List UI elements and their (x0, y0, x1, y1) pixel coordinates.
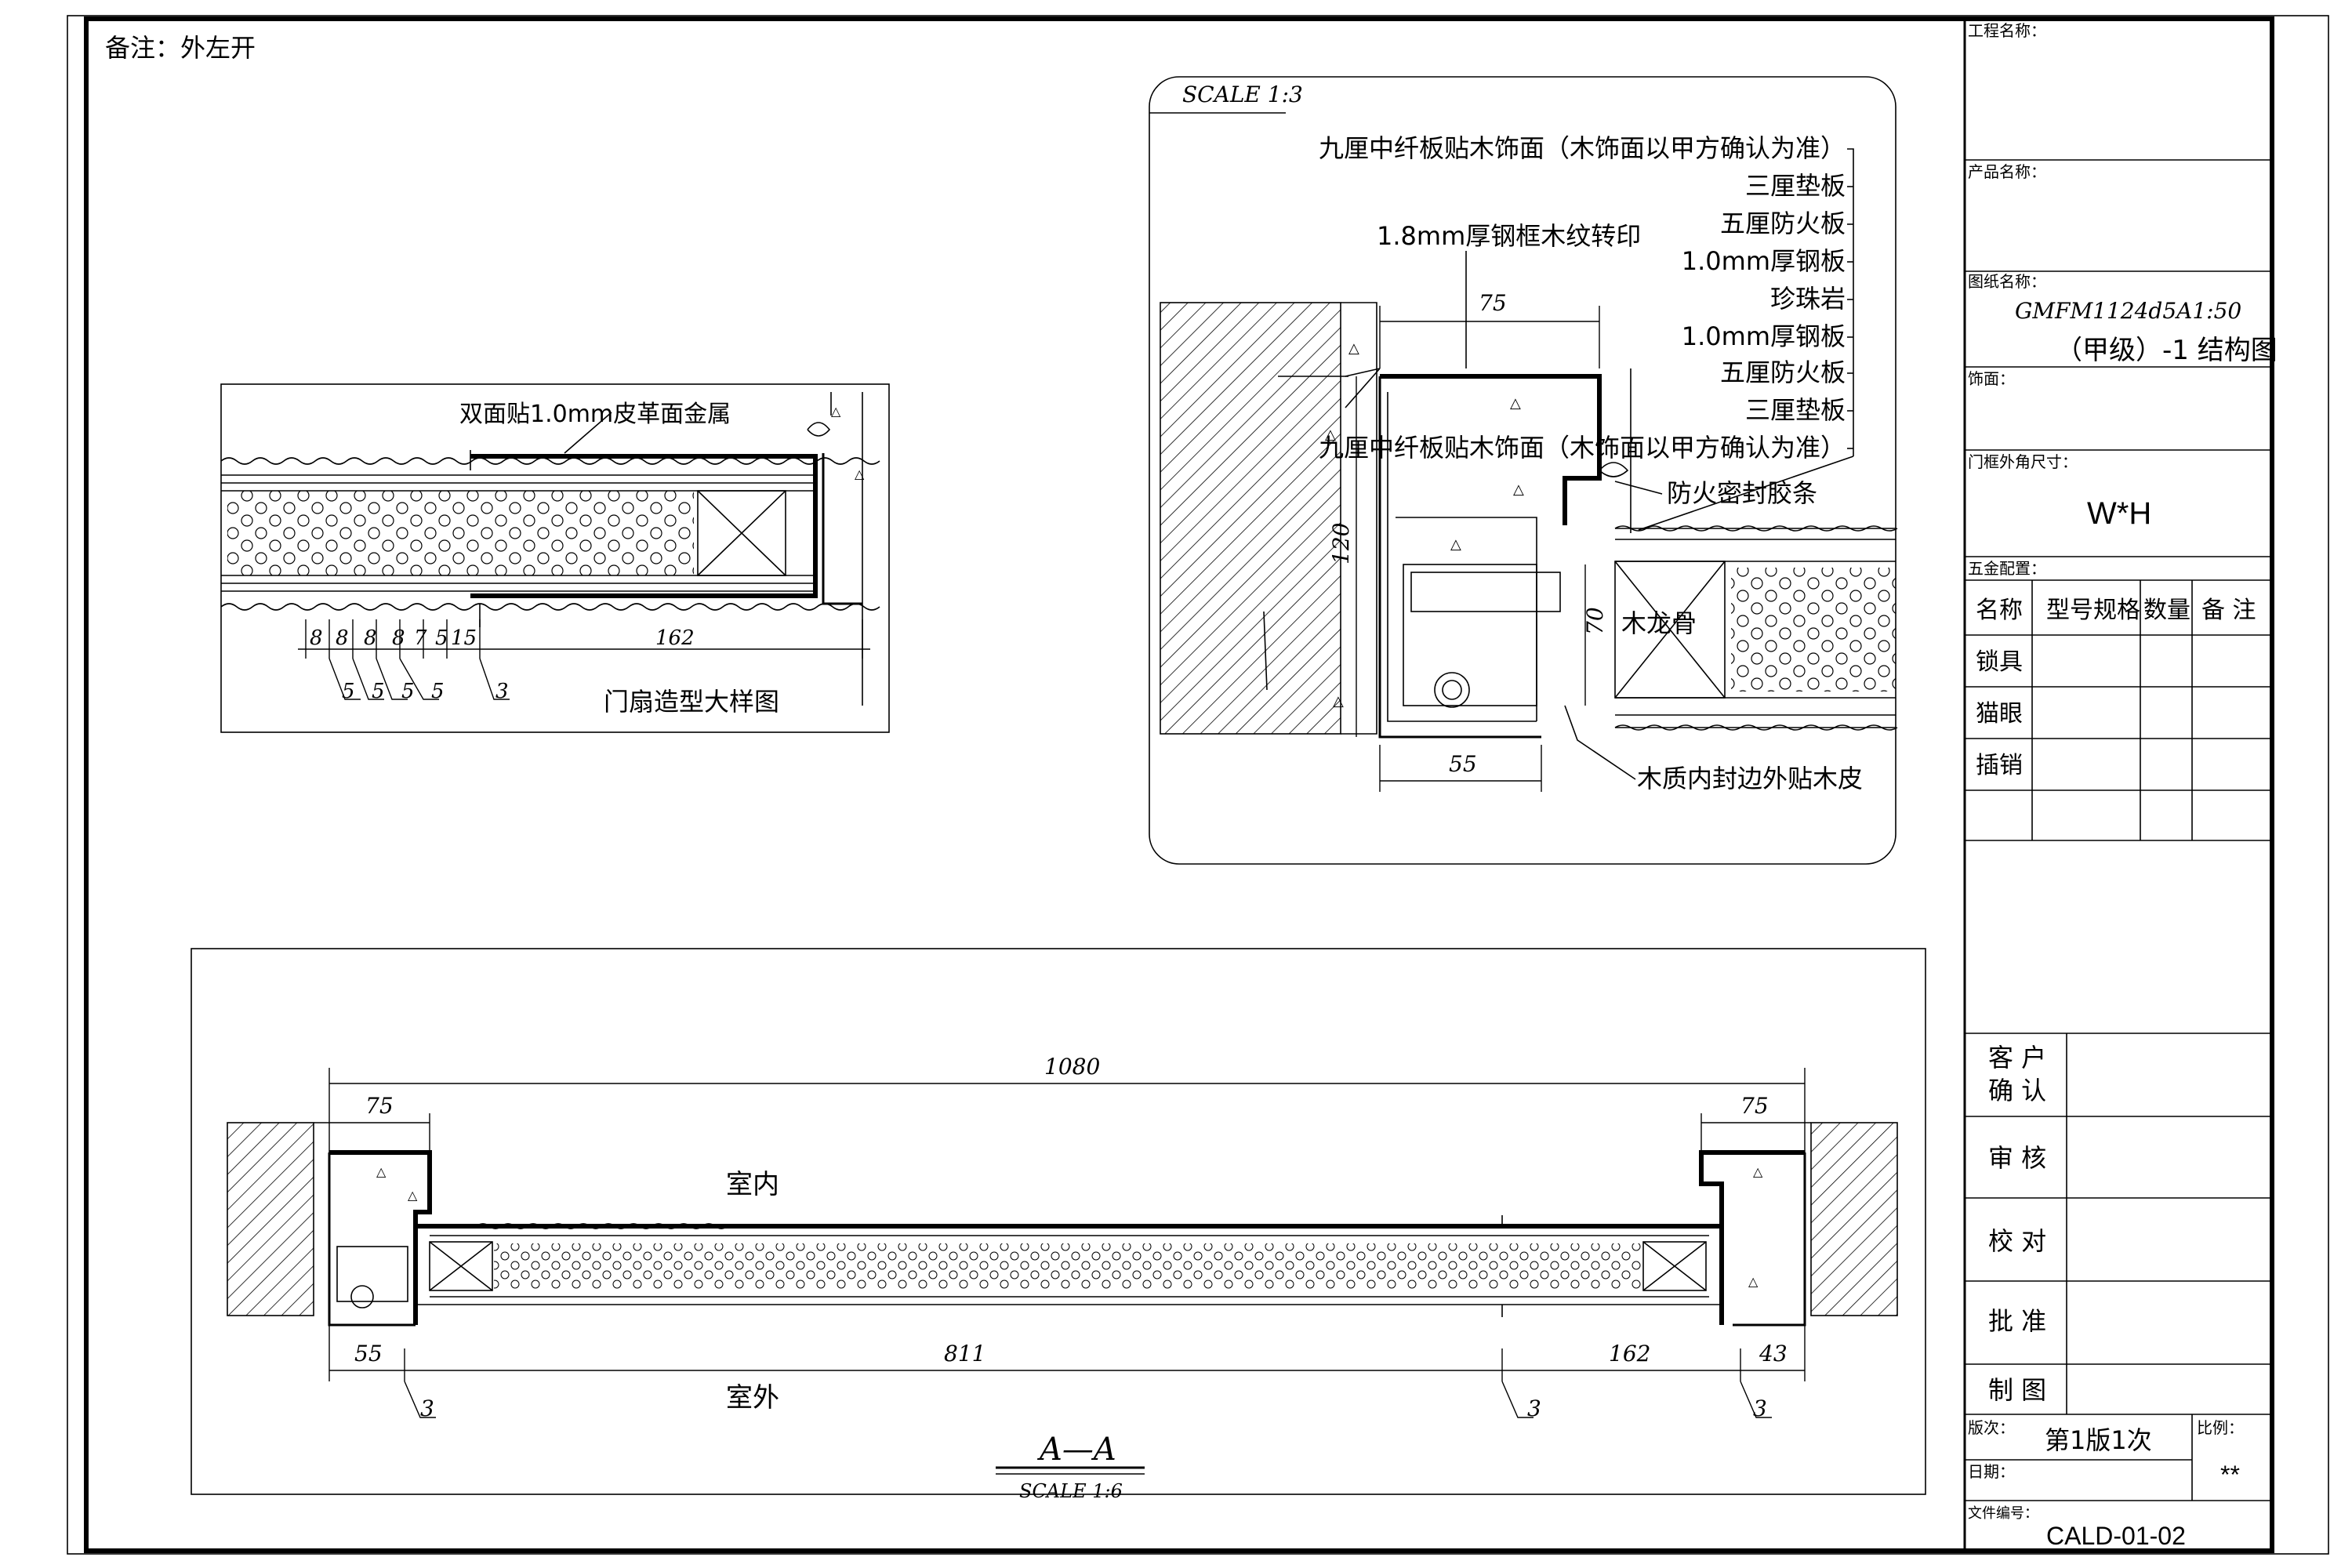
tb-hw-peephole: 猫眼 (1976, 700, 2023, 728)
label-wood-keel: 木龙骨 (1621, 608, 1697, 638)
tb-client: 客 户 (1988, 1043, 2046, 1073)
detail-dim-120: 120 (1328, 523, 1354, 564)
tb-project-label: 工程名称： (1968, 21, 2046, 40)
dim-811: 811 (944, 1341, 985, 1367)
svg-text:△: △ (408, 1188, 418, 1203)
dim-8c: 8 (364, 626, 377, 650)
tb-draw: 制 图 (1988, 1375, 2046, 1405)
svg-text:△: △ (376, 1164, 387, 1179)
detail-dim-70: 70 (1582, 607, 1608, 635)
section-scale: SCALE 1:6 (1019, 1480, 1123, 1502)
tb-version-value: 第1版1次 (2045, 1425, 2152, 1455)
svg-text:△: △ (1348, 340, 1359, 357)
dim-162-detail: 162 (655, 626, 695, 650)
note-text: 备注：外左开 (105, 33, 256, 63)
dim-8d: 8 (392, 626, 405, 650)
door-leaf-detail: △ △ 双面贴1.0mm皮革面金属 8 8 8 8 7 5 15 162 5 5… (220, 383, 890, 733)
label-layer-6: 1.0mm厚钢板 (1682, 321, 1846, 351)
outer-border (67, 15, 2329, 1555)
svg-text:△: △ (1510, 395, 1521, 412)
label-layer-1: 九厘中纤板贴木饰面（木饰面以甲方确认为准） (1319, 133, 1846, 163)
label-layer-3: 五厘防火板 (1720, 209, 1846, 238)
tb-drawing-code: GMFM1124d5A1:50 (2015, 298, 2241, 324)
dim-8b: 8 (336, 626, 349, 650)
tb-product-label: 产品名称： (1968, 162, 2046, 181)
label-leather-face: 双面贴1.0mm皮革面金属 (459, 401, 731, 428)
dim-3-left: 3 (420, 1396, 434, 1421)
tb-date-label: 日期： (1968, 1462, 2015, 1481)
dim-15: 15 (451, 626, 477, 650)
tb-approve: 批 准 (1988, 1306, 2046, 1336)
tb-hw-header-name: 名称 (1976, 597, 2023, 624)
dim-1080: 1080 (1044, 1054, 1100, 1080)
dim-8a: 8 (310, 626, 323, 650)
tb-file-label: 文件编号： (1968, 1505, 2038, 1522)
dim-7: 7 (414, 626, 427, 650)
tb-finish-label: 饰面： (1968, 369, 2015, 388)
dim-3-mid: 3 (1527, 1396, 1541, 1421)
label-wood-edge: 木质内封边外贴木皮 (1637, 764, 1863, 793)
door-leaf-detail-title: 门扇造型大样图 (604, 687, 779, 717)
dim-5b: 5 (372, 680, 385, 703)
tb-check: 校 对 (1988, 1226, 2046, 1256)
detail-dim-55: 55 (1449, 751, 1477, 777)
tb-ratio-label: 比例： (2197, 1418, 2244, 1437)
label-layer-7: 五厘防火板 (1720, 358, 1846, 387)
tb-hw-header-qty: 数量 (2143, 597, 2190, 624)
svg-text:△: △ (1748, 1274, 1759, 1289)
svg-text:△: △ (855, 466, 865, 481)
tb-file-value: CALD-01-02 (2046, 1522, 2186, 1550)
tb-hw-bolt: 插销 (1976, 752, 2023, 779)
tb-hardware-label: 五金配置： (1968, 559, 2046, 578)
dim-5a: 5 (342, 680, 355, 703)
dim-55: 55 (354, 1341, 383, 1367)
tb-review: 审 核 (1988, 1143, 2046, 1173)
label-layer-9: 九厘中纤板贴木饰面（木饰面以甲方确认为准） (1319, 433, 1846, 463)
label-steel-frame: 1.8mm厚钢框木纹转印 (1377, 221, 1641, 251)
title-block: 工程名称： 产品名称： 图纸名称： GMFM1124d5A1:50 （甲级）-1… (1963, 19, 2278, 1551)
section-title: A—A (1036, 1432, 1116, 1468)
label-layer-8: 三厘垫板 (1745, 395, 1846, 425)
svg-text:△: △ (831, 404, 841, 419)
dim-43: 43 (1759, 1341, 1788, 1367)
label-indoor: 室内 (726, 1169, 779, 1200)
detail-dim-75: 75 (1479, 290, 1507, 316)
dim-75-right: 75 (1740, 1093, 1769, 1119)
dim-5c: 5 (401, 680, 415, 703)
dim-162: 162 (1609, 1341, 1650, 1367)
dim-5: 5 (435, 626, 448, 650)
svg-text:△: △ (1513, 481, 1524, 498)
inner-border (84, 16, 2274, 1553)
frame-section-detail: SCALE 1:3 △ △ △ △ △ △ (1149, 76, 1898, 865)
tb-hw-lock: 锁具 (1976, 648, 2023, 676)
section-a-a: △ △ △ △ 室内 室外 1080 75 75 (191, 948, 1926, 1502)
tb-confirm: 确 认 (1988, 1076, 2046, 1105)
label-outdoor: 室外 (726, 1382, 779, 1414)
tb-version-label: 版次： (1968, 1418, 2015, 1437)
svg-text:△: △ (1333, 693, 1344, 710)
tb-ratio-value: ** (2220, 1461, 2240, 1489)
svg-text:△: △ (1753, 1164, 1763, 1179)
label-layer-5: 珍珠岩 (1770, 284, 1846, 314)
tb-drawing-name: （甲级）-1 结构图 (2056, 335, 2278, 366)
svg-text:△: △ (1325, 426, 1336, 443)
tb-hw-header-spec: 型号规格 (2046, 597, 2140, 624)
detail-scale-label: SCALE 1:3 (1182, 82, 1303, 107)
label-fire-seal: 防火密封胶条 (1667, 478, 1817, 508)
dim-5d: 5 (431, 680, 445, 703)
dim-3-right: 3 (1753, 1396, 1767, 1421)
tb-size-value: W*H (2087, 496, 2151, 531)
label-layer-2: 三厘垫板 (1745, 171, 1846, 201)
tb-drawing-label: 图纸名称： (1968, 272, 2046, 291)
dim-3-detail: 3 (495, 680, 509, 703)
tb-hw-header-note: 备 注 (2201, 597, 2256, 624)
dim-75-left: 75 (365, 1093, 394, 1119)
tb-size-label: 门框外角尺寸： (1968, 452, 2078, 471)
label-layer-4: 1.0mm厚钢板 (1682, 246, 1846, 276)
svg-text:△: △ (1450, 536, 1461, 553)
